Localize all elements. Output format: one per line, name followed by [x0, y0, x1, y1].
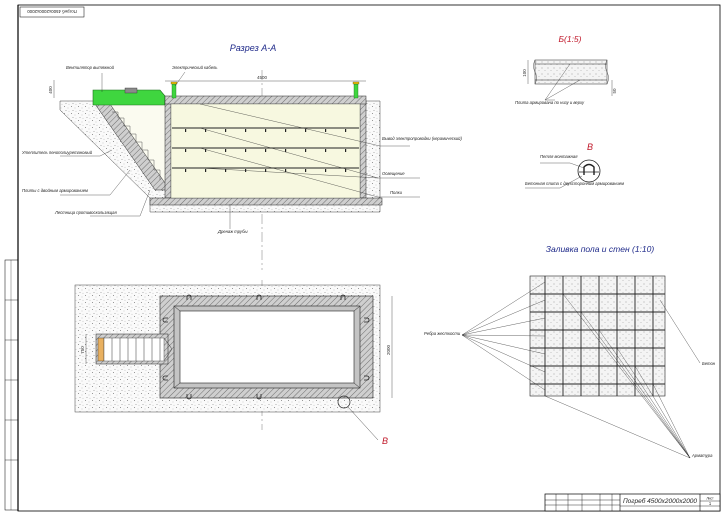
detail-v-callout-bottom: Бетонная плита с двухсторонним армирован… [525, 181, 624, 186]
plan-view: В 2000 750 [74, 284, 393, 446]
pour-reinforcement-label: Арматура [691, 453, 713, 458]
label-insulation: Утеплитель пенополиуретановый [22, 150, 93, 155]
detail-b-callout: Плита армирована по низу и верху [515, 100, 585, 105]
corner-stamp: Погреб 4500х2000х2000 [19, 6, 85, 18]
label-ladder: Лестница противоскользящая [54, 210, 117, 215]
pour-rebar-label: Ребра жесткости [424, 331, 461, 336]
title-block: Погреб 4500х2000х2000 Лист 1 [544, 493, 721, 512]
shelves [172, 127, 359, 169]
detail-v-title: В [587, 142, 593, 152]
plan-dim-left: 750 [80, 346, 85, 354]
detail-b-dim-b: 50 [612, 88, 617, 94]
pour-concrete-label: Бетон [702, 361, 716, 366]
detail-b-dim-a: 100 [522, 69, 527, 77]
corner-stamp-text: Погреб 4500х2000х2000 [27, 9, 77, 14]
section-dim-width: 4500 [257, 75, 268, 80]
sheet-number: 1 [709, 501, 712, 506]
pour-diagram: Заливка пола и стен (1:10) Ребра жесткос… [424, 244, 716, 459]
label-shelves: Полки [390, 190, 403, 195]
label-output: Вывод электропроводки (керамический) [382, 136, 462, 141]
label-ventilation: Вентилятор вытяжной [66, 65, 115, 70]
detail-b: Б(1:5) 100 50 Плита армирована по низу и… [515, 34, 617, 105]
detail-b-title: Б(1:5) [558, 34, 581, 44]
label-lighting: Освещение [382, 171, 405, 176]
section-dim-left: 400 [48, 86, 53, 94]
plan-marker: В [382, 436, 388, 446]
left-side-stamp [4, 259, 19, 511]
label-drain: Дренаж трубы [217, 229, 248, 234]
sheet-frame [17, 4, 721, 512]
label-cable: Электрический кабель [172, 65, 217, 70]
title-block-name: Погреб 4500х2000х2000 [623, 497, 697, 505]
section-aa: Разрез А-А [22, 43, 462, 234]
section-aa-title: Разрез А-А [230, 43, 277, 53]
detail-v: В Петля монтажная Бетонная плита с двухс… [525, 142, 624, 189]
sheet-label: Лист [706, 497, 714, 501]
pour-title: Заливка пола и стен (1:10) [546, 244, 655, 254]
detail-v-callout-top: Петля монтажная [540, 154, 578, 159]
label-slabs: Плиты с двойным армированием [22, 188, 88, 193]
plan-dim-side: 2000 [386, 344, 391, 355]
